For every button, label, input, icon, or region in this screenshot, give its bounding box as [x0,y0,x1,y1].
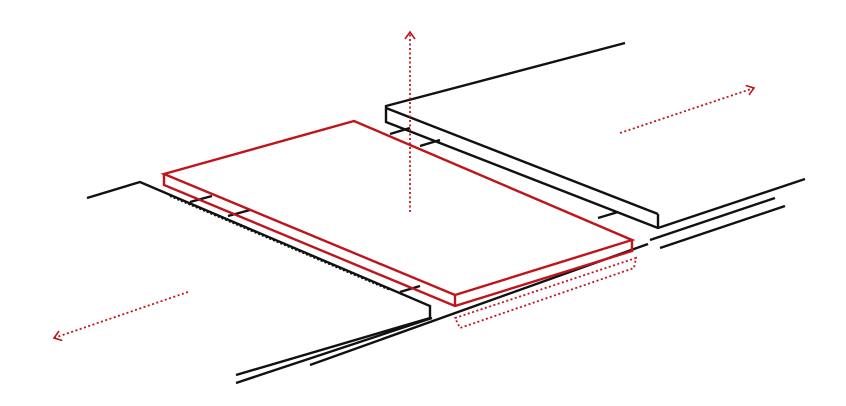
leaf-thickness [162,174,634,308]
runner-slat [189,194,213,204]
right-table-edge [385,106,659,216]
motion-arrows [52,30,756,342]
leaf-storage-outline [453,256,638,330]
runner-slat [227,208,251,218]
runner-slat [399,284,421,294]
runner-slat [419,138,441,148]
runner-slat [597,210,619,220]
arrow-left-icon [52,291,189,342]
right-rail-2 [659,204,786,250]
right-rail-1 [649,196,776,242]
arrow-right-icon [619,84,756,134]
table-halves [86,41,806,385]
left-rail-1 [235,316,433,385]
leaf-top [160,119,636,297]
runner-slat [389,126,411,136]
extension-leaf [160,119,636,308]
right-table-top [384,41,806,230]
left-table-top [86,180,432,377]
